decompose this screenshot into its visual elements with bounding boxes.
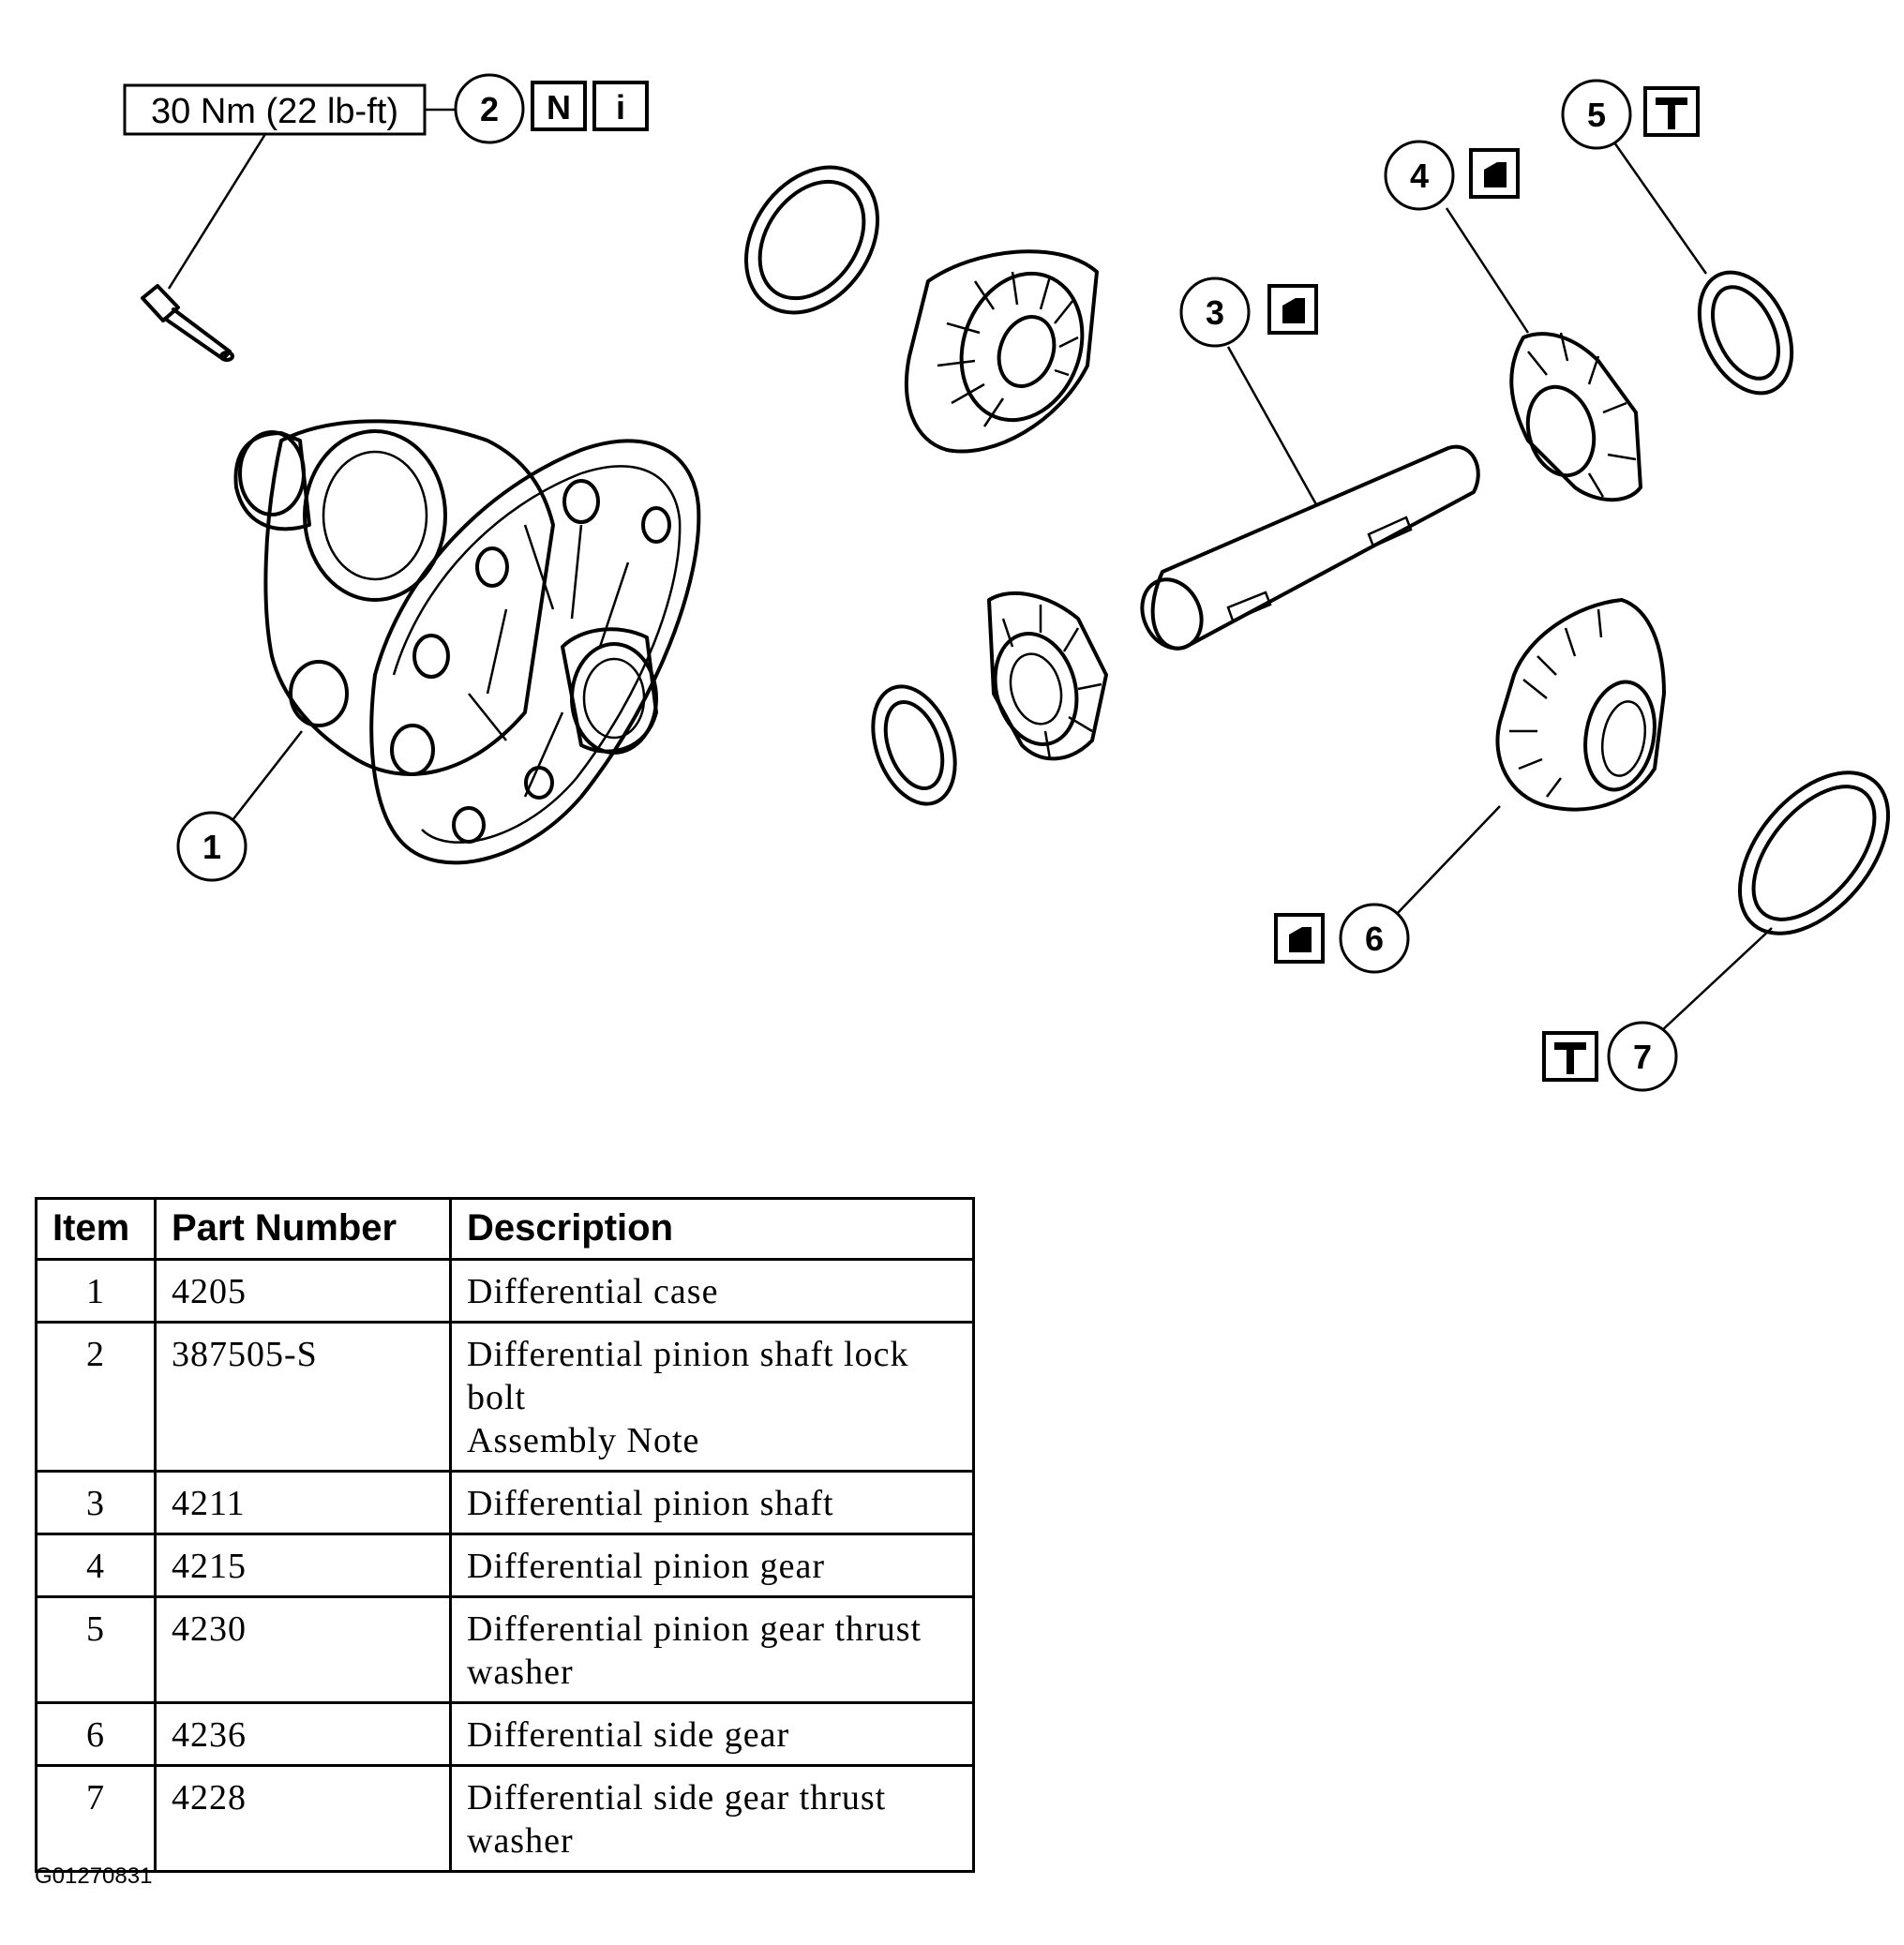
svg-text:30 Nm (22 lb-ft): 30 Nm (22 lb-ft) <box>151 92 398 131</box>
svg-text:4: 4 <box>1410 157 1429 195</box>
differential-case-part <box>233 419 701 865</box>
description-cell: Differential side gear thrust washer <box>449 1764 975 1873</box>
column-header-part-number: Part Number <box>154 1197 452 1261</box>
item-cell: 4 <box>35 1533 157 1598</box>
description-cell: Differential case <box>449 1258 975 1324</box>
shaded-cylinder-icon <box>1469 148 1520 199</box>
svg-text:1: 1 <box>202 828 221 866</box>
part-number-cell: 4211 <box>154 1470 452 1535</box>
svg-text:3: 3 <box>1206 293 1224 332</box>
callout-1: 1 <box>176 811 247 882</box>
svg-text:7: 7 <box>1633 1038 1652 1076</box>
svg-text:2: 2 <box>480 90 499 128</box>
pinion-gear-thrust-washer-part <box>1697 270 1794 396</box>
part-number-cell: 4215 <box>154 1533 452 1598</box>
table-row: 6 4236 Differential side gear <box>35 1701 975 1767</box>
item-cell: 7 <box>35 1764 157 1873</box>
table-row: 5 4230 Differential pinion gear thrust w… <box>35 1595 975 1704</box>
pinion-gear-upper <box>1509 332 1642 502</box>
hammer-icon <box>1542 1031 1598 1082</box>
pinion-shaft-part <box>1140 444 1480 651</box>
description-cell: Differential pinion shaft lock bolt Asse… <box>449 1321 975 1473</box>
part-number-cell: 4230 <box>154 1595 452 1704</box>
pinion-gear-thrust-washer-lower <box>871 684 957 806</box>
table-row: 1 4205 Differential case <box>35 1258 975 1324</box>
side-gear-upper <box>905 249 1099 454</box>
callout-2: 2 <box>454 73 525 144</box>
svg-text:i: i <box>616 88 625 127</box>
svg-text:5: 5 <box>1587 96 1606 134</box>
part-number-cell: 4236 <box>154 1701 452 1767</box>
description-cell: Differential pinion gear thrust washer <box>449 1595 975 1704</box>
parts-table: Item Part Number Description 1 4205 Diff… <box>35 1197 975 1873</box>
description-cell: Differential side gear <box>449 1701 975 1767</box>
hammer-icon <box>1643 86 1700 137</box>
description-line: bolt <box>467 1378 527 1417</box>
item-cell: 6 <box>35 1701 157 1767</box>
exploded-differential-diagram: 30 Nm (22 lb-ft) 2 N i <box>123 73 1891 1092</box>
callout-4: 4 <box>1384 140 1455 211</box>
torque-spec-label: 30 Nm (22 lb-ft) <box>123 83 427 136</box>
side-gear-thrust-washer-upper <box>743 165 880 315</box>
column-header-item: Item <box>35 1197 157 1261</box>
description-cell: Differential pinion gear <box>449 1533 975 1598</box>
shaded-cylinder-icon <box>1267 284 1318 335</box>
part-number-cell: 4228 <box>154 1764 452 1873</box>
side-gear-lower <box>1495 598 1666 812</box>
description-line: Differential pinion shaft lock <box>467 1335 909 1374</box>
figure-code: G01270831 <box>35 1863 153 1889</box>
callout-3: 3 <box>1179 277 1251 348</box>
symbol-i-box: i <box>592 81 649 131</box>
part-number-cell: 387505-S <box>154 1321 452 1473</box>
description-line: washer <box>467 1821 574 1861</box>
table-row: 4 4215 Differential pinion gear <box>35 1533 975 1598</box>
side-gear-thrust-washer-part <box>1737 771 1891 935</box>
callout-6: 6 <box>1339 903 1410 974</box>
description-line: Differential case <box>467 1272 719 1311</box>
description-line: washer <box>467 1653 574 1692</box>
item-cell: 1 <box>35 1258 157 1324</box>
table-row: 2 387505-S Differential pinion shaft loc… <box>35 1321 975 1473</box>
svg-text:6: 6 <box>1365 920 1384 958</box>
item-cell: 3 <box>35 1470 157 1535</box>
shaded-cylinder-icon <box>1274 913 1325 964</box>
callout-5: 5 <box>1561 79 1632 150</box>
description-line: Differential side gear <box>467 1715 790 1755</box>
table-row: 7 4228 Differential side gear thrust was… <box>35 1764 975 1873</box>
svg-text:N: N <box>547 88 571 127</box>
description-line: Differential pinion gear <box>467 1547 826 1586</box>
part-number-cell: 4205 <box>154 1258 452 1324</box>
description-line: Differential side gear thrust <box>467 1778 887 1818</box>
description-cell: Differential pinion shaft <box>449 1470 975 1535</box>
callout-7: 7 <box>1607 1021 1678 1092</box>
symbol-n-box: N <box>531 81 587 131</box>
assembly-note-link[interactable]: Assembly Note <box>467 1421 700 1460</box>
lock-bolt-part <box>141 284 234 362</box>
description-line: Differential pinion shaft <box>467 1484 834 1523</box>
item-cell: 2 <box>35 1321 157 1473</box>
table-header-row: Item Part Number Description <box>35 1197 975 1261</box>
table-row: 3 4211 Differential pinion shaft <box>35 1470 975 1535</box>
pinion-gear-lower <box>987 591 1108 761</box>
column-header-description: Description <box>449 1197 975 1261</box>
description-line: Differential pinion gear thrust <box>467 1609 922 1649</box>
item-cell: 5 <box>35 1595 157 1704</box>
